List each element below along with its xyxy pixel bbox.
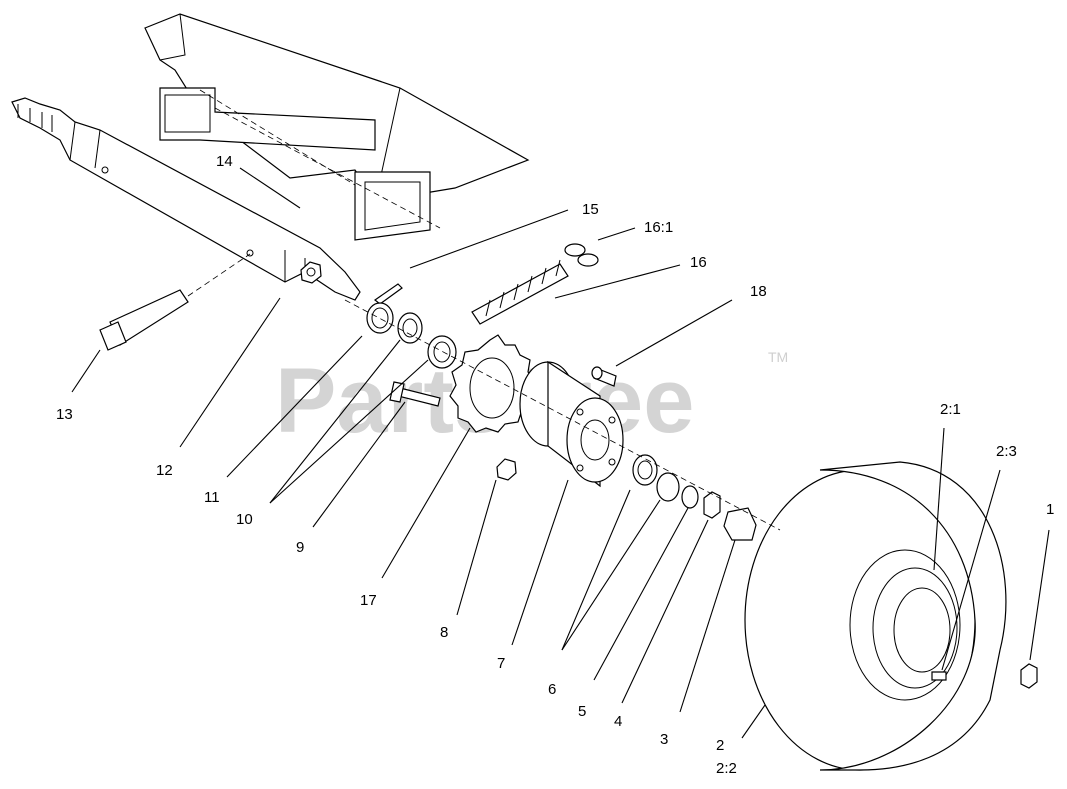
callout-4: 4 [614, 713, 622, 730]
stud-18 [591, 366, 617, 387]
callout-16: 16 [690, 254, 707, 271]
callout-2: 2 [716, 737, 724, 754]
bolt-13 [99, 253, 251, 351]
callout-13: 13 [56, 406, 73, 423]
callout-2-3: 2:3 [996, 443, 1017, 460]
hub-7 [519, 360, 624, 488]
callout-labels: 1 2 2:1 2:2 2:3 3 4 5 6 7 8 9 10 11 12 1… [56, 153, 1054, 777]
callout-18: 18 [750, 283, 767, 300]
callout-6: 6 [548, 681, 556, 698]
master-link-16-1 [564, 243, 599, 267]
castle-nut-4 [703, 491, 721, 519]
callout-1: 1 [1046, 501, 1054, 518]
callout-17: 17 [360, 592, 377, 609]
callout-9: 9 [296, 539, 304, 556]
leader-lines [71, 167, 1050, 739]
callout-11: 11 [204, 489, 220, 506]
callout-12: 12 [156, 462, 173, 479]
sprocket-17 [449, 334, 537, 433]
chain-16 [471, 259, 569, 325]
bolt-9 [389, 381, 441, 407]
bearing-10 [397, 312, 457, 369]
cotter-pin-15 [373, 283, 403, 305]
axle-assembly [11, 97, 361, 301]
callout-5: 5 [578, 703, 586, 720]
bearing-race-6 [632, 454, 680, 502]
callout-16-1: 16:1 [644, 219, 673, 236]
washer-5 [681, 485, 699, 509]
callout-14: 14 [216, 153, 233, 170]
callout-15: 15 [582, 201, 599, 218]
bearing-race-11 [366, 302, 394, 334]
callout-2-2: 2:2 [716, 760, 737, 777]
dust-cap-3 [723, 507, 757, 541]
wheel-2 [744, 461, 1007, 771]
assembly-centerline [344, 299, 781, 531]
callout-10: 10 [236, 511, 253, 528]
nut-14 [300, 261, 322, 284]
callout-8: 8 [440, 624, 448, 641]
frame-bracket [144, 13, 530, 241]
valve-stem-2-3 [931, 671, 947, 681]
nut-8 [496, 458, 517, 481]
callout-7: 7 [497, 655, 505, 672]
callout-3: 3 [660, 731, 668, 748]
callout-2-1: 2:1 [940, 401, 961, 418]
watermark-trademark: TM [768, 349, 788, 365]
lug-nut-1 [1020, 663, 1038, 689]
